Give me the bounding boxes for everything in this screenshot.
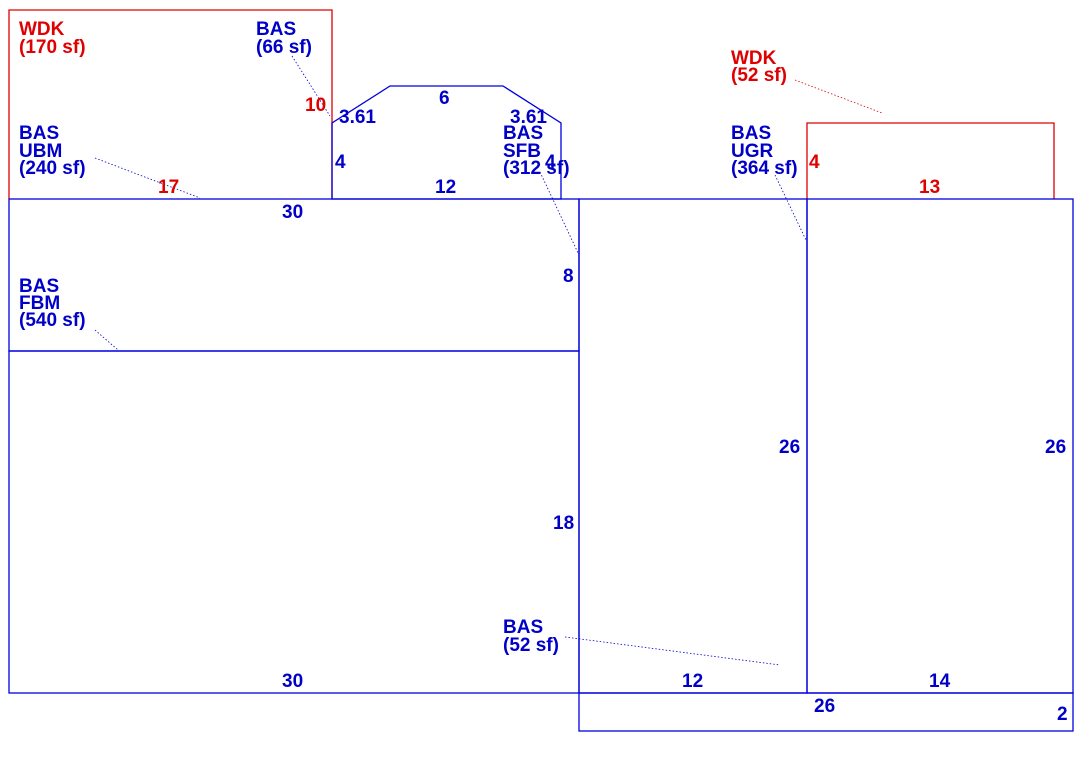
dim-middle-bottom: 12: [682, 671, 703, 692]
dim-bay-right-slant: 3.61: [510, 107, 547, 128]
dim-upper-main-top: 30: [282, 202, 303, 223]
bas-sfb-label: BAS SFB (312 sf): [503, 123, 570, 179]
dim-east-bottom: 14: [929, 671, 951, 692]
leader-bas-ubm: [94, 157, 201, 199]
wdk-right-outline: [806, 122, 1055, 199]
dim-east-right: 26: [1045, 437, 1066, 458]
leader-bas-66: [291, 55, 331, 117]
dim-middle-right: 26: [779, 437, 800, 458]
bas-ugr-label: BAS UGR (364 sf): [731, 123, 798, 179]
leader-wdk-right: [794, 79, 883, 114]
dim-lower-main-right: 18: [553, 513, 574, 534]
wdk-left-outline: [8, 9, 333, 199]
leader-bas-52: [564, 636, 781, 666]
leader-bas-ugr: [774, 174, 807, 241]
dim-bay-left-slant: 3.61: [339, 107, 376, 128]
dim-bay-left-side: 4: [335, 152, 346, 173]
bottom-strip-rect: [578, 692, 1074, 732]
leader-bas-sfb: [539, 171, 580, 256]
middle-rect: [578, 198, 808, 694]
bas-66-label: BAS (66 sf): [256, 19, 312, 58]
lower-main-rect: [8, 350, 580, 694]
dim-wdk-right-side: 4: [809, 152, 820, 173]
dim-lower-main-bottom: 30: [282, 671, 303, 692]
bas-ubm-label: BAS UBM (240 sf): [19, 123, 86, 179]
bas-52-label: BAS (52 sf): [503, 617, 559, 656]
wdk-right-label: WDK (52 sf): [731, 48, 787, 86]
dim-strip-width: 26: [814, 696, 835, 717]
east-rect: [806, 198, 1074, 694]
wdk-left-label: WDK (170 sf): [19, 19, 86, 58]
bas-fbm-label: BAS FBM (540 sf): [19, 276, 86, 331]
dim-bay-top: 6: [439, 88, 450, 109]
dim-wdk-right-bottom: 13: [919, 177, 940, 198]
dim-strip-height: 2: [1057, 704, 1068, 725]
dim-wdk-left-side: 10: [305, 95, 326, 116]
dim-bay-right-side: 4: [545, 152, 556, 173]
dim-upper-main-right: 8: [563, 266, 574, 287]
dim-wdk-left-bottom: 17: [158, 177, 179, 198]
dim-bay-bottom: 12: [435, 177, 456, 198]
leader-bas-fbm: [94, 329, 119, 351]
